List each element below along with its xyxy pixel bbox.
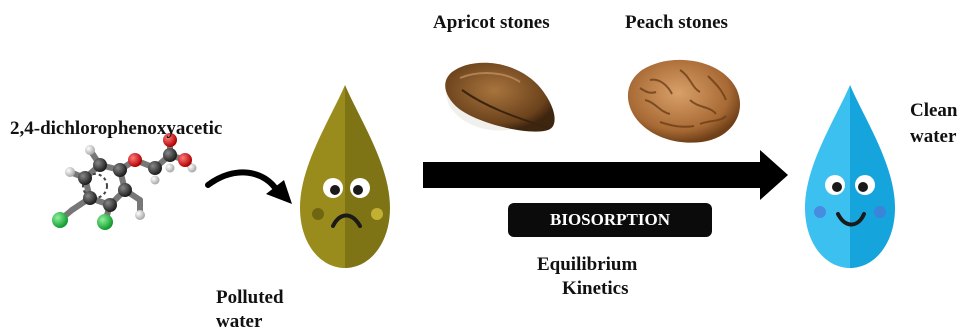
clean-water-label-line1: Clean [910, 100, 958, 122]
kinetics-label: Kinetics [562, 278, 629, 300]
curved-arrow-icon [208, 172, 292, 204]
biosorption-badge: BIOSORPTION [508, 203, 712, 237]
apricot-stones-label: Apricot stones [433, 12, 550, 34]
peach-stone-icon [628, 60, 740, 143]
polluted-water-drop-icon [295, 80, 395, 275]
clean-water-label-line2: water [910, 126, 956, 148]
compound-label: 2,4-dichlorophenoxyacetic [10, 118, 222, 140]
clean-water-drop-icon [800, 80, 900, 275]
equilibrium-label: Equilibrium [537, 254, 637, 276]
apricot-stone-icon [441, 58, 554, 137]
peach-stones-label: Peach stones [625, 12, 728, 34]
dichlorophenoxyacetic-molecule-icon [52, 133, 197, 230]
polluted-water-label-line2: water [216, 311, 262, 333]
polluted-water-label-line1: Polluted [216, 287, 284, 309]
biosorption-arrow [423, 150, 788, 200]
